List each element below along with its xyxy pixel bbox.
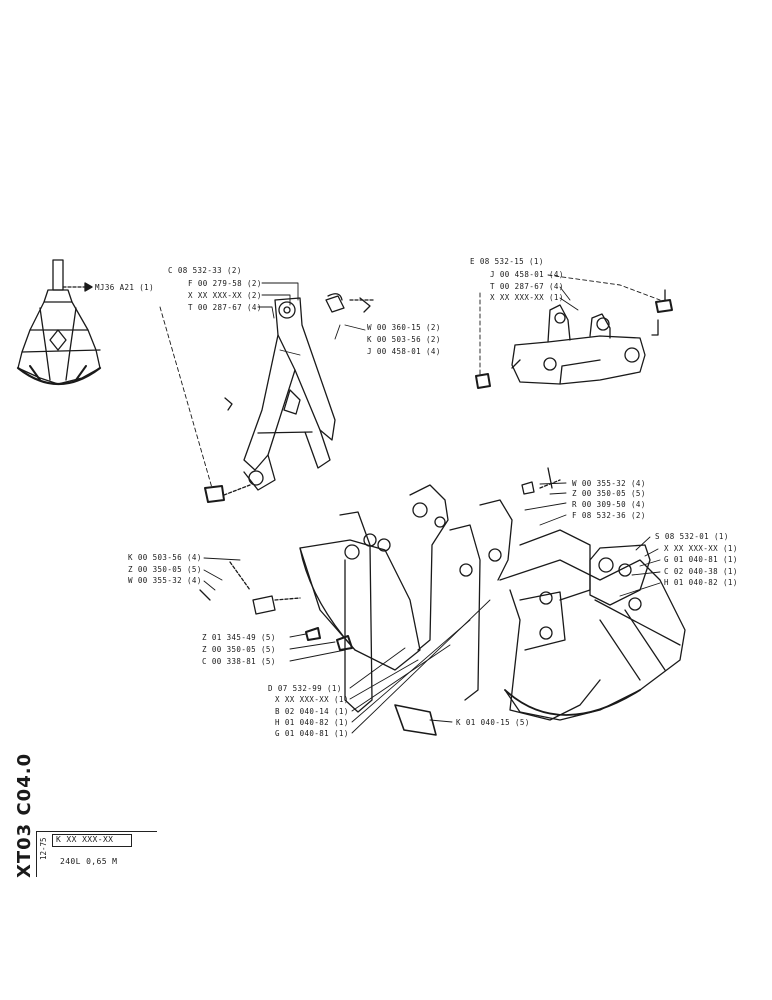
- part-label: C 08 532-33 (2): [168, 266, 242, 275]
- part-label: J 00 458-01 (4): [367, 347, 441, 356]
- assembly-description: 240L 0,65 M: [60, 857, 118, 866]
- part-label: H 01 040-82 (1): [275, 718, 349, 727]
- part-number: K XX XXX-XX: [56, 835, 114, 844]
- part-label: T 00 287-67 (4): [188, 303, 262, 312]
- part-label: X XX XXX-XX (1): [275, 695, 349, 704]
- title-block: [36, 831, 157, 877]
- part-label: MJ36 A21 (1): [95, 283, 154, 292]
- part-label: C 02 040-38 (1): [664, 567, 738, 576]
- part-label: Z 00 350-05 (5): [128, 565, 202, 574]
- part-label: Z 01 345-49 (5): [202, 633, 276, 642]
- part-label: B 02 040-14 (1): [275, 707, 349, 716]
- part-number-box: [52, 834, 132, 847]
- part-label: F 08 532-36 (2): [572, 511, 646, 520]
- sheet-code: XT03 C04.0: [14, 752, 35, 878]
- part-label: K 00 503-56 (4): [128, 553, 202, 562]
- part-label: S 08 532-01 (1): [655, 532, 729, 541]
- part-label: G 01 040-81 (1): [664, 555, 738, 564]
- part-label: K 01 040-15 (5): [456, 718, 530, 727]
- part-label: T 00 287-67 (4): [490, 282, 564, 291]
- part-label: D 07 532-99 (1): [268, 684, 342, 693]
- part-label: X XX XXX-XX (1): [490, 293, 564, 302]
- leader-lines: [159, 274, 661, 734]
- grab-bucket-overview: [16, 259, 102, 386]
- pivot-housing-assembly: [475, 289, 673, 389]
- part-label: X XX XXX-XX (1): [664, 544, 738, 553]
- part-label: W 00 360-15 (2): [367, 323, 441, 332]
- bucket-assembly: [199, 467, 686, 736]
- sheet-date: 12-75: [39, 837, 48, 860]
- part-label: F 00 279-58 (2): [188, 279, 262, 288]
- part-label: K 00 503-56 (2): [367, 335, 441, 344]
- part-label: W 00 355-32 (4): [572, 479, 646, 488]
- part-label: Z 00 350-05 (5): [202, 645, 276, 654]
- part-label: E 08 532-15 (1): [470, 257, 544, 266]
- part-label: W 00 355-32 (4): [128, 576, 202, 585]
- part-label: J 00 458-01 (4): [490, 270, 564, 279]
- part-label: G 01 040-81 (1): [275, 729, 349, 738]
- part-label: Z 00 350-05 (5): [572, 489, 646, 498]
- part-label: R 00 309-50 (4): [572, 500, 646, 509]
- part-label: H 01 040-82 (1): [664, 578, 738, 587]
- part-label: X XX XXX-XX (2): [188, 291, 262, 300]
- link-arm-assembly: [204, 293, 376, 503]
- part-label: C 00 338-81 (5): [202, 657, 276, 666]
